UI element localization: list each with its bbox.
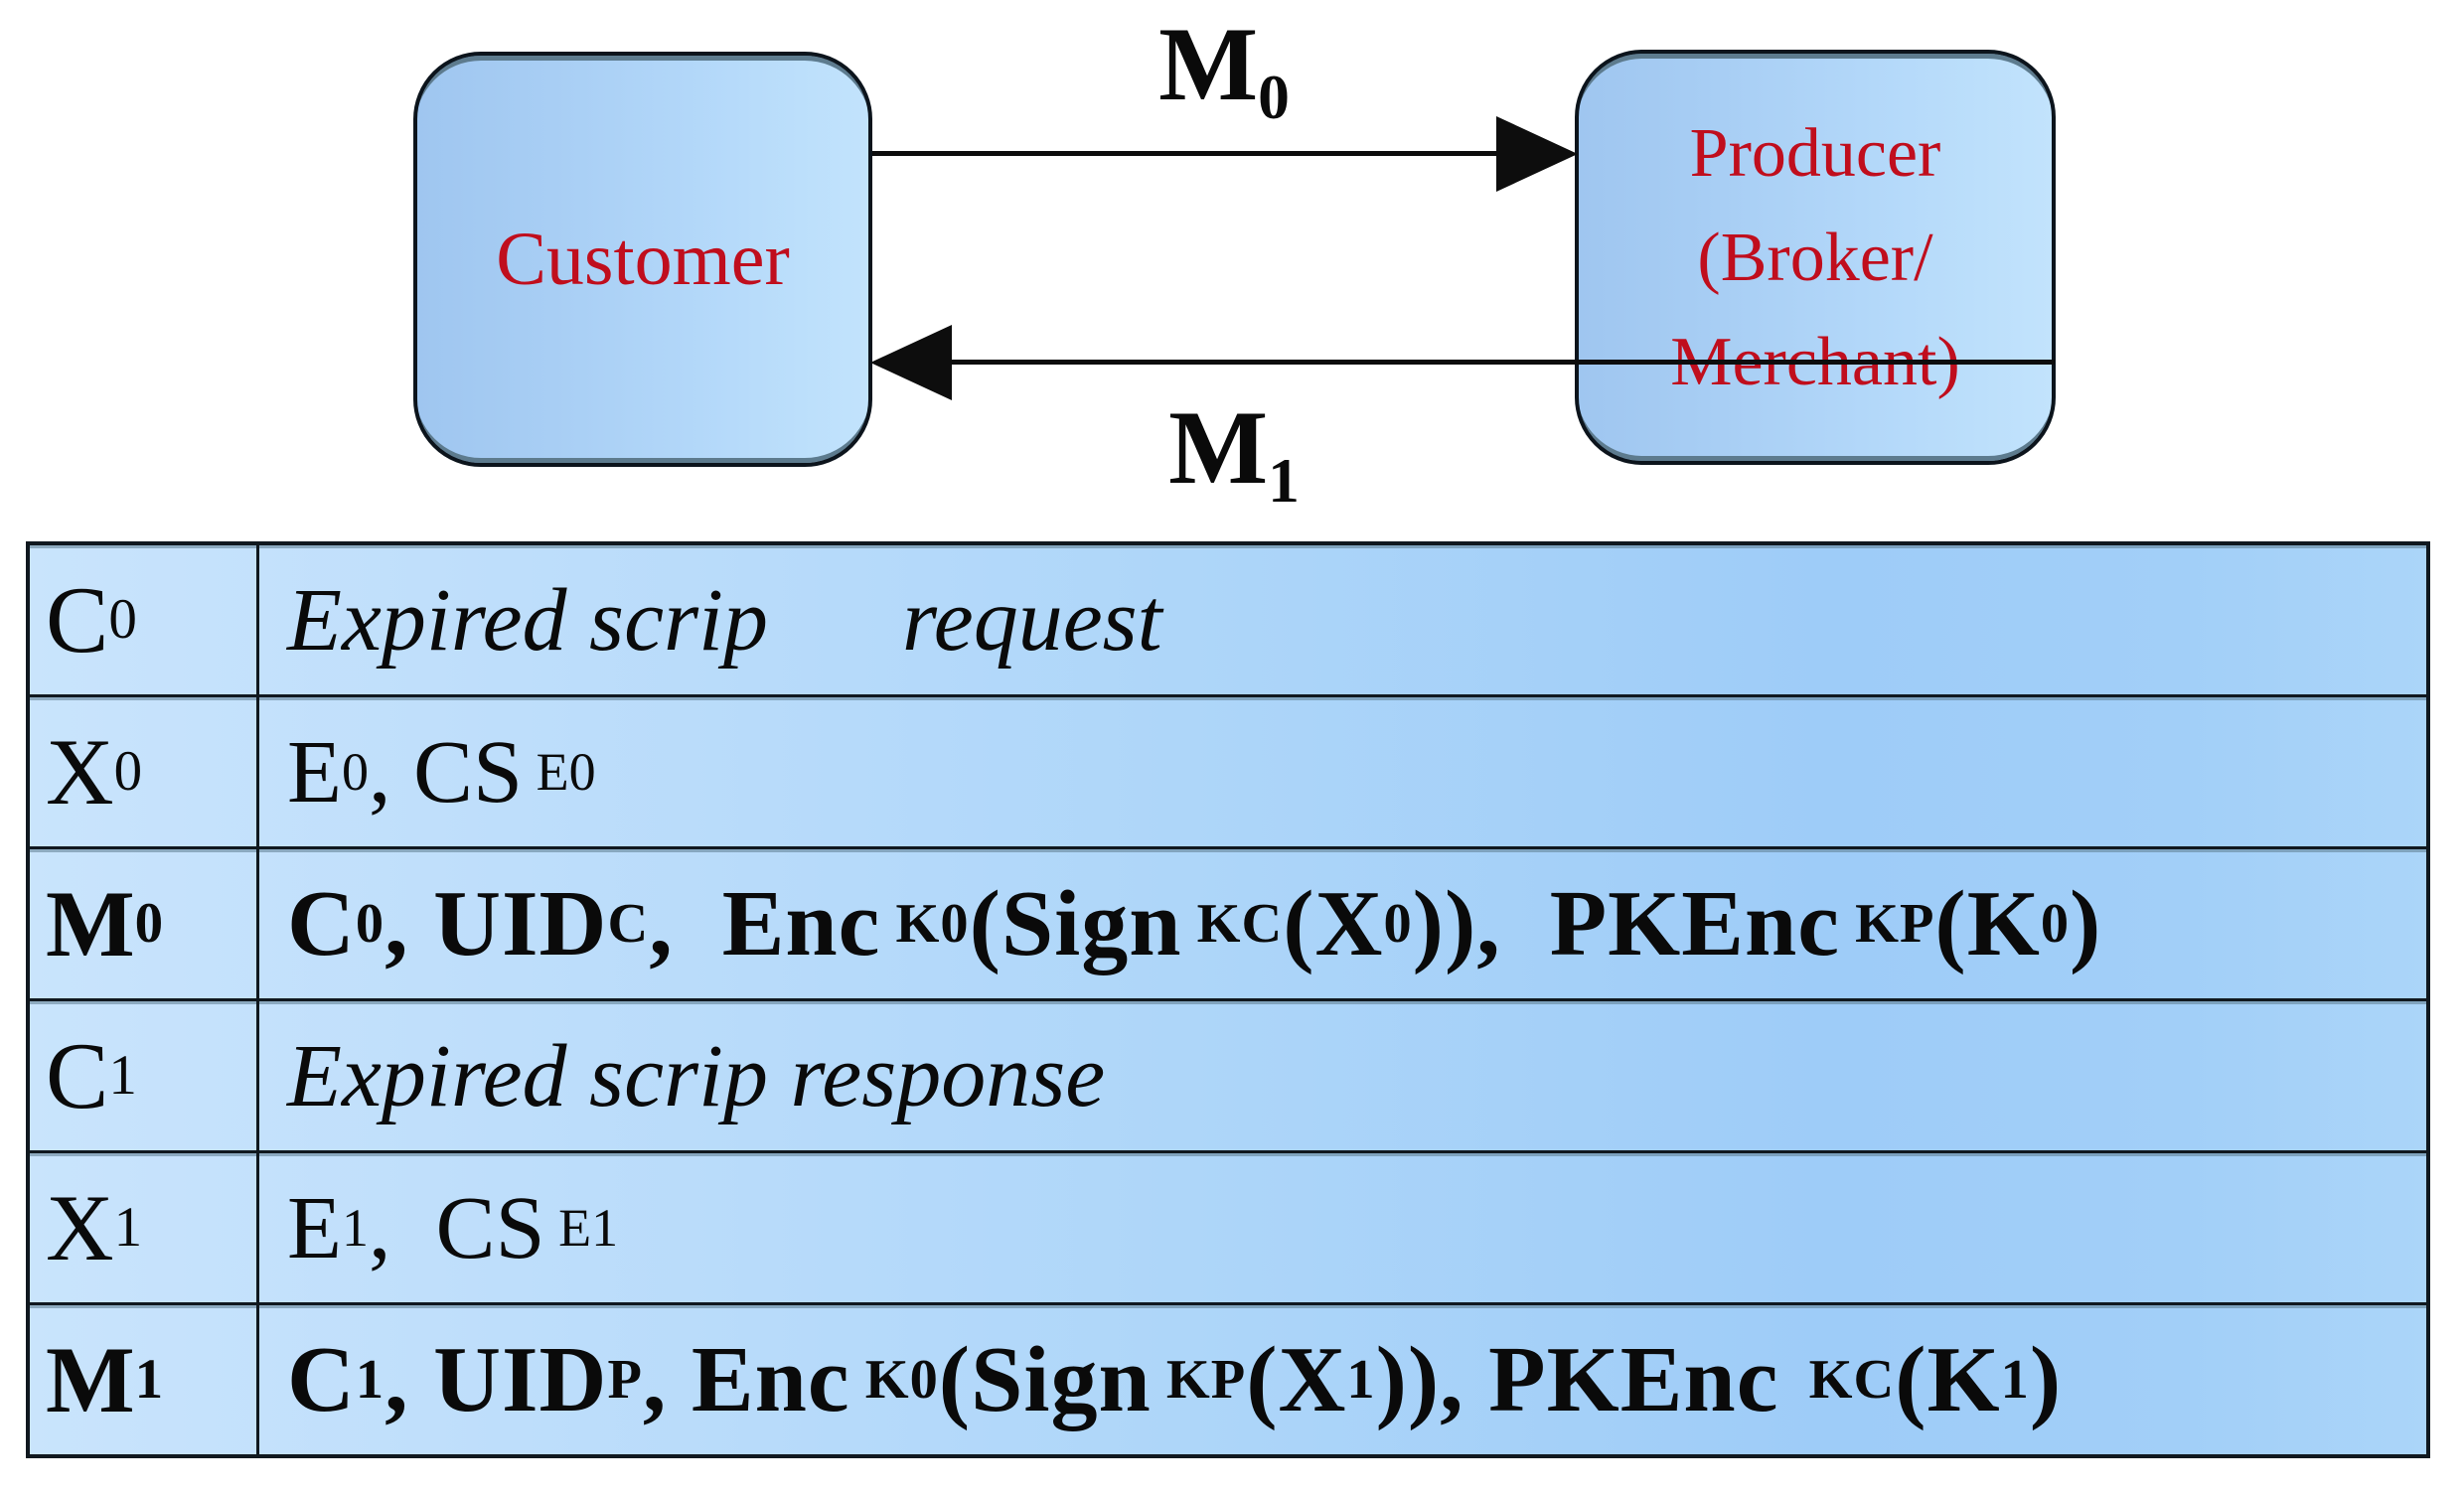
m0-arrow-label: M0 bbox=[1158, 6, 1290, 133]
m1-arrow-line bbox=[944, 360, 2055, 365]
row-value-cell: Expired scrip request bbox=[287, 570, 1162, 670]
producer-label: Producer(Broker/Merchant) bbox=[1670, 101, 1960, 414]
producer-box: Producer(Broker/Merchant) bbox=[1575, 50, 2056, 465]
m0-arrowhead-right-icon bbox=[1496, 116, 1578, 192]
producer-label-line1: Producer bbox=[1689, 114, 1941, 192]
producer-label-line2: (Broker/ bbox=[1697, 219, 1933, 296]
customer-box: Customer bbox=[413, 52, 872, 467]
m1-arrowhead-left-icon bbox=[870, 325, 952, 400]
m1-arrow-label: M1 bbox=[1168, 389, 1300, 517]
row-value-cell: Expired scrip response bbox=[287, 1026, 1106, 1125]
customer-label: Customer bbox=[496, 217, 790, 301]
m0-arrow-line bbox=[872, 151, 1504, 156]
